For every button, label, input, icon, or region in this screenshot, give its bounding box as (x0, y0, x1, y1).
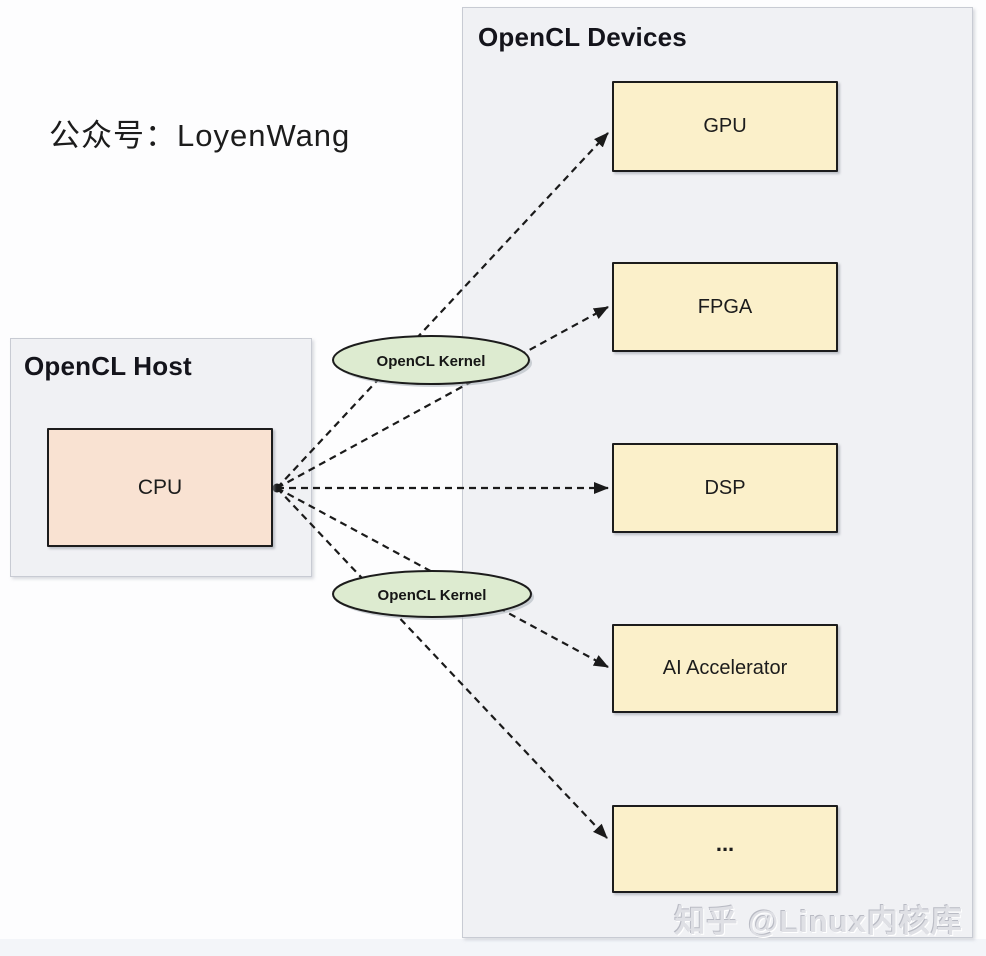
device-label: FPGA (697, 295, 753, 318)
cpu-label: CPU (137, 475, 183, 499)
device-node-gpu: GPU (612, 81, 838, 172)
device-label: AI Accelerator (662, 657, 788, 679)
devices-panel-title: OpenCL Devices (478, 22, 687, 52)
host-panel-title: OpenCL Host (24, 351, 192, 381)
device-label: DSP (704, 476, 746, 499)
device-label: ... (715, 831, 735, 856)
watermark-text: 知乎 @Linux内核库 (674, 904, 963, 939)
device-node-ai-accelerator: AI Accelerator (612, 624, 838, 713)
device-node-dsp: DSP (612, 443, 838, 533)
device-node-more: ... (612, 805, 838, 893)
cpu-node: CPU (47, 428, 273, 547)
byline-text: 公众号：LoyenWang (49, 118, 351, 153)
device-node-fpga: FPGA (612, 262, 838, 352)
device-label: GPU (703, 115, 747, 137)
bottom-strip (0, 939, 986, 956)
